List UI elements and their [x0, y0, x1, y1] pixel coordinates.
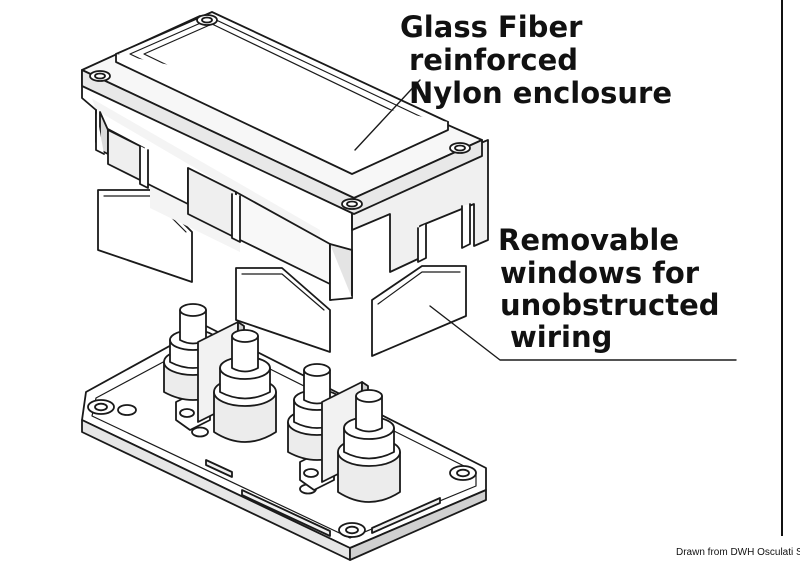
label-enclosure-line: Glass Fiber — [400, 10, 583, 44]
label-windows-line: Removable — [498, 223, 679, 257]
base-plate — [81, 325, 487, 561]
frame-border — [781, 0, 783, 536]
label-windows-line: wiring — [510, 320, 613, 354]
mounting-hole — [87, 399, 115, 415]
nylon-enclosure — [81, 11, 489, 301]
screw-hole — [341, 198, 363, 210]
label-enclosure-line: reinforced — [409, 43, 579, 77]
stud-terminal-group — [163, 303, 277, 443]
leader-line-windows — [429, 305, 737, 361]
label-windows-line: unobstructed — [500, 288, 720, 322]
mounting-hole — [449, 465, 477, 481]
mounting-hole — [117, 404, 137, 416]
mounting-hole — [338, 522, 366, 538]
mounting-hole — [191, 426, 209, 438]
label-enclosure-line: Nylon enclosure — [409, 76, 673, 110]
leader-line-enclosure — [354, 79, 421, 151]
screw-hole — [196, 14, 218, 26]
window-panel — [371, 265, 467, 357]
window-panel — [235, 267, 331, 353]
label-windows-line: windows for — [500, 256, 700, 290]
screw-hole — [89, 70, 111, 82]
screw-hole — [449, 142, 471, 154]
credit-text: Drawn from DWH Osculati Srl — [676, 547, 800, 558]
